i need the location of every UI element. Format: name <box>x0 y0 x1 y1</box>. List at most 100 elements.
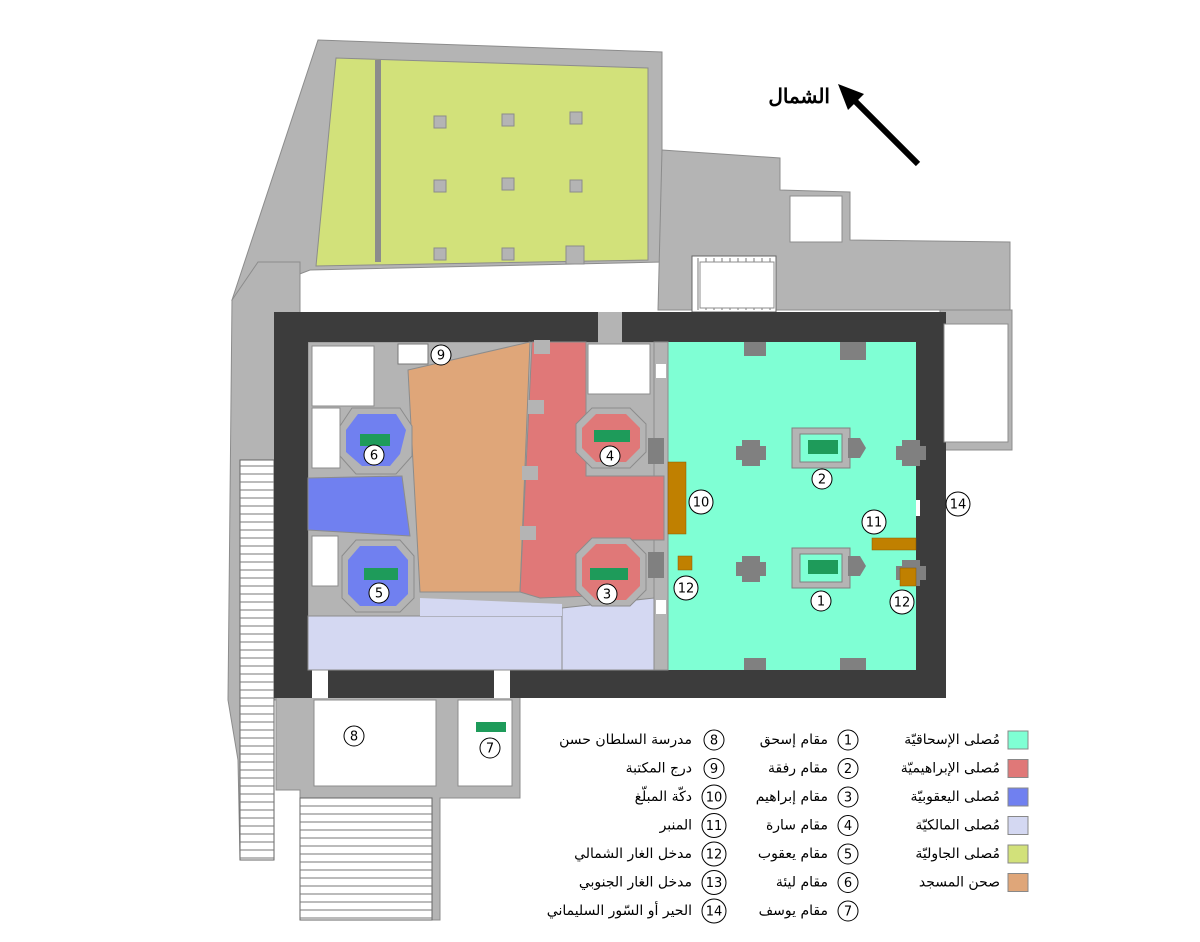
pillar <box>896 440 926 466</box>
yaqubiyya-prayer-hall <box>307 407 415 613</box>
north-arrow-shaft <box>849 95 921 167</box>
legend-number-circle <box>701 870 727 895</box>
legend-color-item: صحن المسجد <box>919 873 1029 892</box>
legend-number-circle <box>703 729 725 751</box>
mosque-courtyard <box>407 341 531 593</box>
south-staircase <box>299 797 433 921</box>
pillar <box>648 438 664 464</box>
legend-number: 12 <box>706 848 723 863</box>
maalikiyya-area <box>561 597 655 671</box>
pillar <box>565 245 585 265</box>
legend-color-item: مُصلى اليعقوبيّة <box>911 787 1029 807</box>
number-circle <box>688 489 714 515</box>
number-text: 10 <box>693 496 710 511</box>
number-circle <box>810 590 832 612</box>
legend-color-item: مُصلى الإبراهيميّة <box>901 759 1029 778</box>
map-label-12: 12 <box>889 589 915 615</box>
pillar <box>433 179 447 193</box>
pillar <box>648 552 664 578</box>
legend-number: 5 <box>844 848 852 863</box>
legend-color-label: مُصلى المالكيّة <box>915 818 1000 834</box>
room <box>943 323 1009 443</box>
map-label-9: 9 <box>430 344 452 366</box>
room <box>789 195 843 243</box>
west-staircase <box>239 459 275 861</box>
north-label: الشمال <box>768 84 830 108</box>
legend-swatch <box>1007 759 1029 778</box>
legend-number-label: مقام يعقوب <box>758 846 828 862</box>
cenotaph-4 <box>594 430 630 442</box>
legend-number-label: مدخل الغار الجنوبي <box>579 875 692 891</box>
number-text: 2 <box>818 473 826 488</box>
map-label-1: 1 <box>810 590 832 612</box>
pillar <box>534 340 550 354</box>
maalikiyya-prayer-hall <box>307 597 655 671</box>
map-label-6: 6 <box>363 444 385 466</box>
pillar <box>569 111 583 125</box>
pillars <box>736 342 926 670</box>
door <box>656 364 666 378</box>
legend-number-label: مقام إسحق <box>760 732 828 748</box>
legend-number-label: مقام ليئة <box>776 875 828 891</box>
pillar <box>433 115 447 129</box>
legend-number: 8 <box>710 734 718 749</box>
legend-number: 14 <box>706 905 723 920</box>
legend-number-circle <box>701 784 727 810</box>
legend-color-item: مُصلى الإسحاقيّة <box>904 730 1029 750</box>
legend-number-item: 1 مقام إسحق <box>760 729 859 751</box>
room <box>699 261 775 309</box>
brown-markers <box>667 461 917 587</box>
legend-number-label: مدخل الغار الشمالي <box>574 846 692 862</box>
door <box>656 600 666 614</box>
legend-color-label: مُصلى اليعقوبيّة <box>911 789 1000 805</box>
north-arrow-head <box>838 84 864 110</box>
white-rooms <box>311 195 1009 787</box>
cenotaph-7 <box>476 722 506 732</box>
north-arrow: الشمال <box>768 84 921 167</box>
cave-entrance-north <box>677 555 693 571</box>
library-stairs <box>397 343 429 365</box>
pillar <box>744 342 766 356</box>
legend-number: 6 <box>844 876 852 891</box>
map-label-12: 12 <box>673 575 699 601</box>
jawliyya-prayer-hall <box>315 57 649 267</box>
number-circle <box>599 445 621 467</box>
cenotaph-2 <box>808 440 838 454</box>
wall-opening <box>598 312 622 344</box>
legend-number: 10 <box>706 791 723 806</box>
legend-number: 1 <box>844 734 852 749</box>
pillar <box>744 658 766 670</box>
legend-swatch <box>1007 873 1029 892</box>
number-text: 1 <box>817 595 825 610</box>
legend-number-circle <box>837 872 859 893</box>
legend-color-label: مُصلى الجاوليّة <box>915 846 1000 862</box>
yaqubiyya-area <box>307 475 411 537</box>
legend-number-label: مقام رفقة <box>768 761 828 777</box>
number-circle <box>596 583 618 605</box>
legend-swatch <box>1007 787 1029 807</box>
pillar <box>840 342 866 360</box>
number-text: 11 <box>866 516 883 531</box>
maalikiyya-area <box>307 615 563 671</box>
room <box>311 345 375 407</box>
map-label-5: 5 <box>368 582 390 604</box>
legend-color-label: مُصلى الإبراهيميّة <box>901 761 1000 777</box>
map-label-14: 14 <box>945 491 971 517</box>
pillar <box>736 556 766 582</box>
room <box>311 535 339 587</box>
legend-swatch <box>1007 730 1029 750</box>
number-text: 6 <box>370 449 378 464</box>
legend-number: 3 <box>844 791 852 806</box>
legend-color-item: مُصلى المالكيّة <box>915 816 1029 835</box>
number-circle <box>945 491 971 517</box>
number-circle <box>673 575 699 601</box>
number-text: 14 <box>950 498 967 513</box>
legend-number-circle <box>701 841 727 867</box>
map-label-7: 7 <box>479 737 501 759</box>
